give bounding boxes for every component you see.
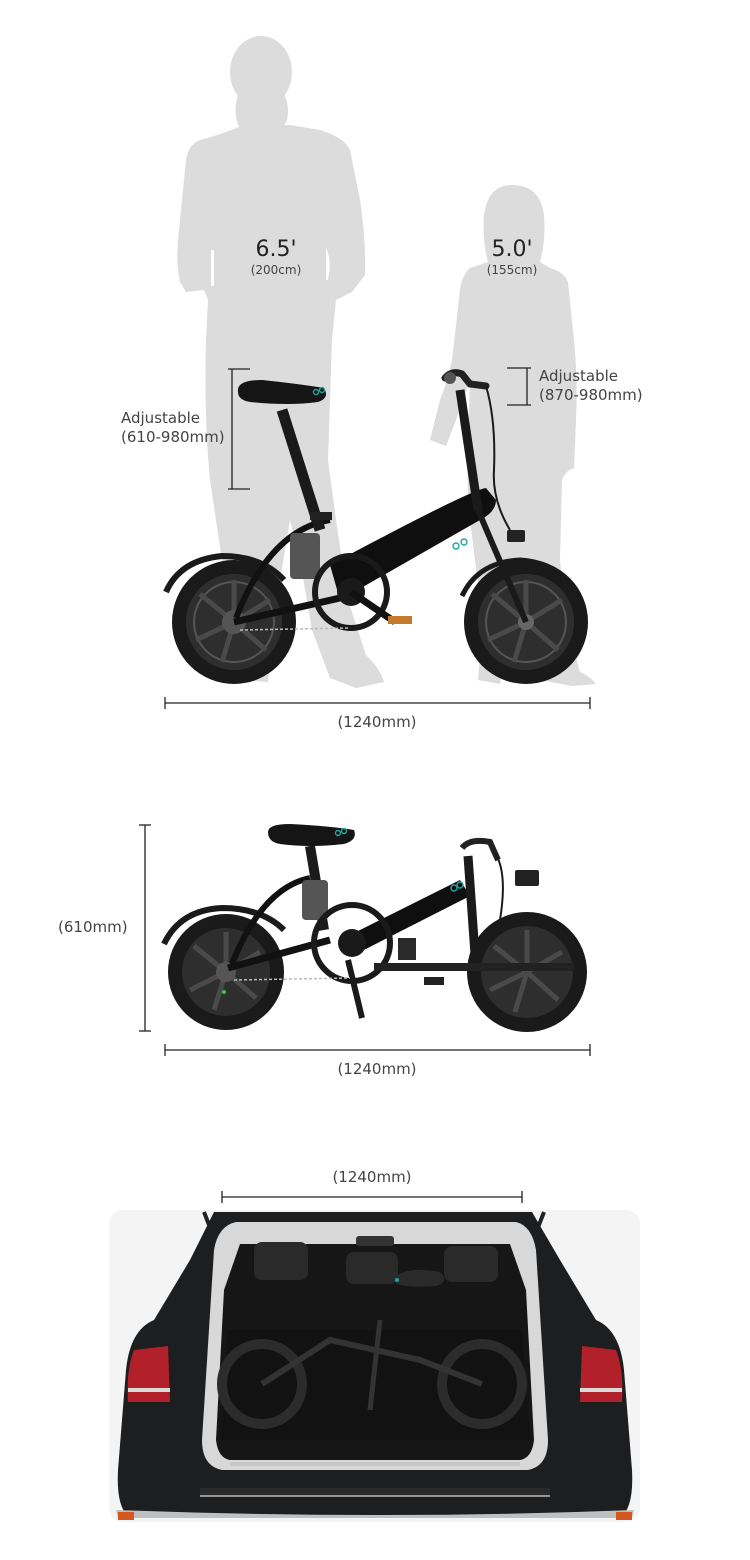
- tall-rider-silhouette: [177, 36, 384, 688]
- brand-logo-icon: [312, 386, 468, 550]
- saddle-height-dimension: [228, 368, 250, 490]
- length-label-1: (1240mm): [337, 713, 417, 731]
- folded-length-dimension: [164, 1044, 591, 1056]
- silhouettes-illustration: [163, 36, 596, 709]
- handlebar-adjust-range: (870-980mm): [539, 386, 643, 404]
- folded-height-label: (610mm): [58, 918, 128, 936]
- car-trunk-section: (1240mm): [0, 1160, 750, 1560]
- saddle-adjust-range: (610-980mm): [121, 428, 225, 446]
- short-rider-height-ft: 5.0': [491, 237, 533, 262]
- folded-length-label: (1240mm): [337, 1060, 417, 1078]
- rider-size-section: 6.5' (200cm) 5.0' (155cm) Adjustable (61…: [0, 0, 750, 760]
- short-rider-silhouette: [430, 185, 596, 686]
- ebike-side-view: [163, 369, 588, 684]
- folded-height-dimension: [139, 824, 151, 1032]
- handlebar-adjust-label: Adjustable: [539, 367, 618, 385]
- saddle-adjust-label: Adjustable: [121, 409, 200, 427]
- folded-bike-illustration: [139, 824, 591, 1056]
- trunk-length-dimension: [221, 1191, 523, 1203]
- handlebar-height-dimension: [507, 367, 531, 406]
- trunk-length-label: (1240mm): [332, 1168, 412, 1186]
- short-rider-height-cm: (155cm): [486, 263, 538, 277]
- tall-rider-height-cm: (200cm): [250, 263, 302, 277]
- ebike-folded-view: [161, 824, 587, 1032]
- folded-size-section: (610mm) (1240mm): [0, 790, 750, 1100]
- length-dimension-1: [164, 697, 591, 709]
- tall-rider-height-ft: 6.5': [255, 237, 297, 262]
- car-trunk-illustration: [109, 1191, 640, 1522]
- suv-rear-photo: [116, 1211, 634, 1520]
- arm-gap: [211, 250, 214, 286]
